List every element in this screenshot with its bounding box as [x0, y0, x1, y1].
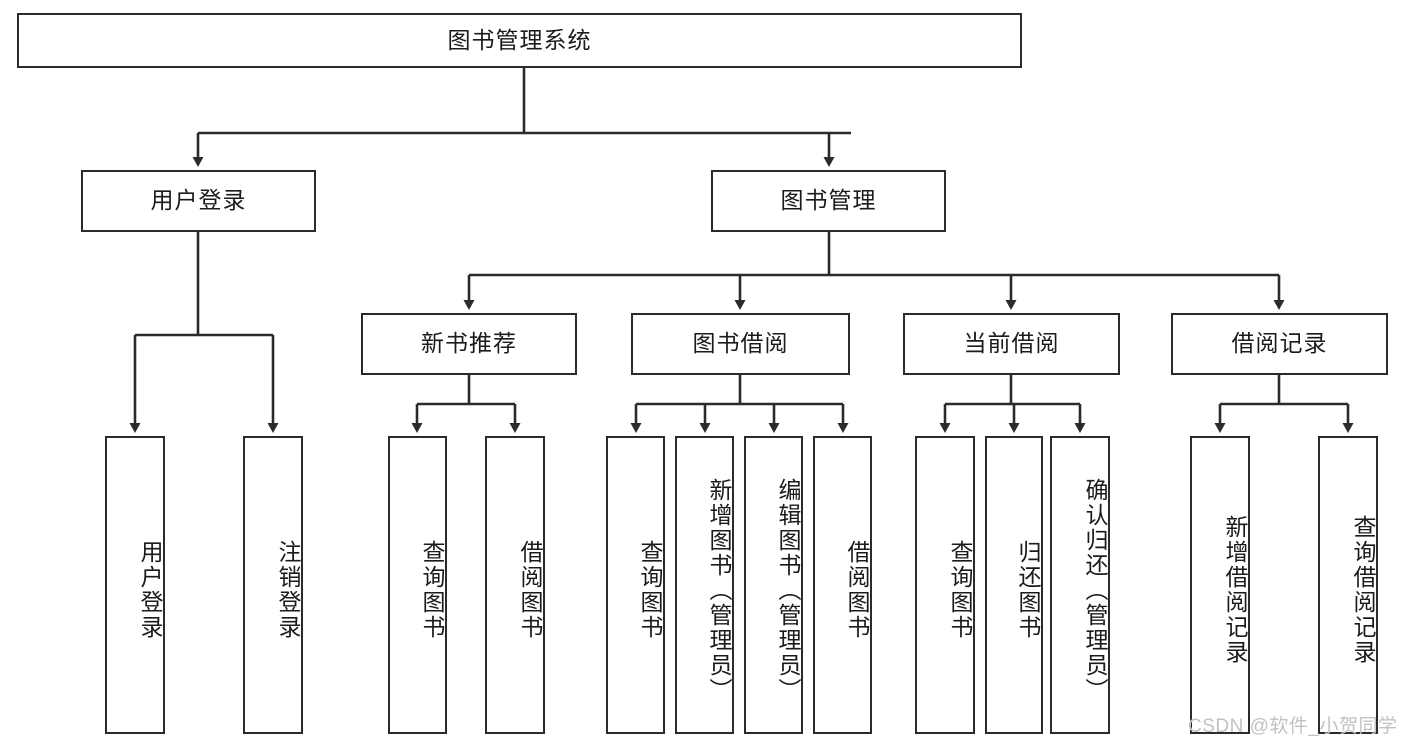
node-leaf-add-borrow-record-label: 新增借阅记录	[1222, 515, 1248, 665]
node-book-manage-label: 图书管理	[780, 187, 877, 214]
node-leaf-add-book-label: 新增图书（管理员）	[706, 477, 732, 703]
watermark: CSDN @软件_小贺同学	[1188, 716, 1398, 737]
node-new-book-recommend-label: 新书推荐	[421, 330, 517, 357]
node-user-login[interactable]: 用户登录	[81, 170, 316, 232]
node-leaf-add-book[interactable]: 新增图书（管理员）	[675, 436, 734, 734]
node-leaf-borrow-book[interactable]: 借阅图书	[813, 436, 872, 734]
node-leaf-edit-book[interactable]: 编辑图书（管理员）	[744, 436, 803, 734]
node-leaf-edit-book-label: 编辑图书（管理员）	[775, 477, 801, 703]
node-leaf-user-logout-label: 注销登录	[275, 540, 301, 640]
node-leaf-borrow-book-recommend[interactable]: 借阅图书	[485, 436, 545, 734]
node-user-login-label: 用户登录	[150, 187, 247, 214]
node-borrow-record[interactable]: 借阅记录	[1171, 313, 1388, 375]
node-borrow-record-label: 借阅记录	[1231, 330, 1328, 357]
node-new-book-recommend[interactable]: 新书推荐	[361, 313, 577, 375]
node-leaf-confirm-return[interactable]: 确认归还（管理员）	[1050, 436, 1110, 734]
node-book-borrow-label: 图书借阅	[692, 330, 789, 357]
node-book-borrow[interactable]: 图书借阅	[631, 313, 850, 375]
node-leaf-borrow-book-recommend-label: 借阅图书	[517, 540, 543, 640]
node-leaf-user-login[interactable]: 用户登录	[105, 436, 165, 734]
node-leaf-return-book[interactable]: 归还图书	[985, 436, 1043, 734]
node-root-label: 图书管理系统	[447, 26, 592, 53]
node-leaf-query-book-recommend-label: 查询图书	[419, 540, 445, 640]
node-leaf-query-book-borrow-label: 查询图书	[637, 540, 663, 640]
node-leaf-query-borrow-record-label: 查询借阅记录	[1350, 515, 1376, 665]
node-leaf-query-book-borrow[interactable]: 查询图书	[606, 436, 665, 734]
node-leaf-query-borrow-record[interactable]: 查询借阅记录	[1318, 436, 1378, 734]
node-leaf-query-book-recommend[interactable]: 查询图书	[388, 436, 447, 734]
node-book-manage[interactable]: 图书管理	[711, 170, 946, 232]
node-root-system[interactable]: 图书管理系统	[17, 13, 1022, 68]
node-leaf-user-login-label: 用户登录	[137, 540, 163, 640]
node-leaf-borrow-book-label: 借阅图书	[844, 540, 870, 640]
node-current-borrow[interactable]: 当前借阅	[903, 313, 1120, 375]
node-leaf-query-book-current-label: 查询图书	[947, 540, 973, 640]
node-leaf-user-logout[interactable]: 注销登录	[243, 436, 303, 734]
node-leaf-query-book-current[interactable]: 查询图书	[915, 436, 975, 734]
node-leaf-add-borrow-record[interactable]: 新增借阅记录	[1190, 436, 1250, 734]
node-leaf-return-book-label: 归还图书	[1015, 540, 1041, 640]
node-current-borrow-label: 当前借阅	[963, 330, 1060, 357]
node-leaf-confirm-return-label: 确认归还（管理员）	[1082, 477, 1108, 703]
